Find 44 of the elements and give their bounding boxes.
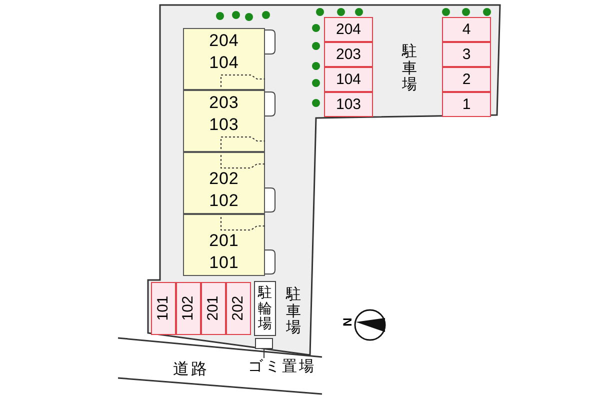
parking-lot-label: 駐車場	[286, 287, 301, 336]
unit-number: 204	[209, 30, 239, 52]
parking-space	[442, 92, 491, 117]
parking-space	[324, 92, 373, 117]
label: 駐輪場	[258, 285, 272, 332]
apartment-unit	[183, 28, 265, 90]
parking-space	[324, 67, 373, 92]
parking-space	[201, 282, 226, 335]
space-number: 203	[336, 46, 362, 62]
unit-number: 201	[209, 230, 239, 252]
unit-number: 203	[209, 92, 239, 114]
space-number: 102	[178, 296, 198, 322]
unit-number: 101	[209, 252, 239, 274]
apartment-unit	[183, 152, 265, 214]
space-number: 3	[462, 46, 471, 62]
parking-lot-label: 駐車場	[402, 44, 417, 94]
bicycle-parking	[254, 281, 276, 336]
parking-space	[226, 282, 251, 335]
space-number: 104	[336, 72, 362, 88]
space-number: 201	[203, 296, 222, 322]
space-number: 2	[462, 72, 471, 88]
apartment-unit	[183, 214, 265, 276]
north-label: N	[341, 318, 354, 326]
space-number: 103	[336, 96, 362, 112]
space-number: 101	[153, 296, 172, 322]
road-label: 道路	[173, 360, 209, 380]
unit-number: 202	[209, 168, 239, 190]
unit-number: 103	[209, 114, 239, 136]
space-number: 204	[336, 22, 362, 38]
parking-space	[324, 17, 373, 42]
space-number: 4	[462, 22, 471, 38]
unit-number: 104	[209, 52, 239, 74]
parking-space	[151, 282, 176, 335]
parking-space	[176, 282, 201, 335]
parking-space	[442, 67, 491, 92]
apartment-unit	[183, 90, 265, 152]
space-number: 1	[462, 96, 471, 112]
parking-space	[442, 17, 491, 42]
parking-space	[324, 42, 373, 67]
parking-space	[442, 42, 491, 67]
unit-number: 102	[209, 190, 239, 212]
garbage-area	[255, 338, 273, 349]
label: ゴミ置場	[248, 356, 316, 377]
space-number: 202	[228, 296, 248, 322]
